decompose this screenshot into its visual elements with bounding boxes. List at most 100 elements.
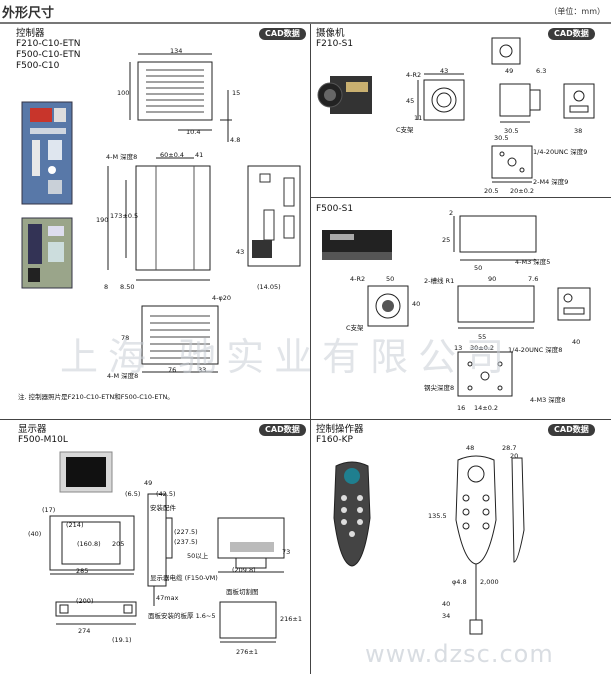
mon-dim-216: 216±1 bbox=[280, 615, 302, 623]
controller-title: 控制器 bbox=[16, 28, 45, 39]
cam-dim-11: 11 bbox=[414, 114, 423, 122]
mon-dim-205: 205 bbox=[112, 540, 125, 548]
cam2-dim-40b: 40 bbox=[572, 338, 581, 346]
divider-bottom bbox=[0, 419, 611, 420]
page-header: 外形尺寸 （单位：mm） bbox=[0, 0, 611, 24]
controller-model-2: F500-C10-ETN bbox=[16, 50, 81, 60]
monitor-side-view bbox=[147, 493, 173, 606]
monitor-back-view bbox=[217, 517, 285, 573]
camera-top-view bbox=[491, 37, 521, 65]
mon-cutout-label: 面板切割图 bbox=[226, 588, 259, 596]
controller-model-3: F500-C10 bbox=[16, 61, 60, 71]
dim-15: 15 bbox=[232, 89, 241, 97]
monitor-cad-badge[interactable]: CAD数据 bbox=[259, 424, 306, 436]
controller-heading: 控制器 F210-C10-ETN F500-C10-ETN F500-C10 bbox=[16, 28, 81, 72]
watermark-company: 上海 驰实业有限公司 bbox=[60, 335, 515, 379]
cam2-dim-tri: 钢尖深度8 bbox=[424, 384, 455, 392]
mon-dim-274: 274 bbox=[78, 627, 91, 635]
cam-dim-unc: 1/4-20UNC 深度9 bbox=[533, 148, 588, 156]
mon-dim-214: (214) bbox=[66, 521, 84, 529]
keypad-cad-badge[interactable]: CAD数据 bbox=[548, 424, 595, 436]
cam2-dim-16: 16 bbox=[457, 404, 466, 412]
cam-dim-49: 49 bbox=[505, 67, 514, 75]
kp-dim-28-7: 28.7 bbox=[502, 444, 517, 452]
mon-dim-73: 73 bbox=[282, 548, 291, 556]
camera2-top-view bbox=[457, 285, 535, 329]
cam2-dim-30: 30±0.2 bbox=[470, 344, 495, 352]
cam2-dim-13: 13 bbox=[454, 344, 463, 352]
page-title: 外形尺寸 bbox=[2, 6, 55, 21]
divider-vertical bbox=[310, 24, 311, 674]
kp-dim-2000: 2,000 bbox=[480, 578, 499, 586]
dim-100: 100 bbox=[117, 89, 130, 97]
mon-dim-6-5: (6.5) bbox=[125, 490, 141, 498]
mon-dim-200: (200) bbox=[76, 597, 94, 605]
cam2-dim-50b: 50 bbox=[386, 275, 395, 283]
dim-134: 134 bbox=[170, 47, 183, 55]
unit-label: （单位：mm） bbox=[549, 7, 605, 16]
camera-title: 摄像机 bbox=[316, 28, 345, 39]
camera2-model: F500-S1 bbox=[316, 204, 354, 214]
cam-dim-45: 45 bbox=[406, 97, 415, 105]
mon-dim-237-5: (237.5) bbox=[174, 538, 198, 546]
dim-43: 43 bbox=[236, 248, 245, 256]
dim-14-05: (14.05) bbox=[257, 283, 281, 291]
keypad-photo bbox=[333, 461, 371, 567]
mon-dim-227-5: (227.5) bbox=[174, 528, 198, 536]
dim-m4-depth8-b: 4-M 深度8 bbox=[107, 372, 139, 380]
kp-dim-20: 20 bbox=[510, 452, 519, 460]
mon-dim-160-8: (160.8) bbox=[77, 540, 101, 548]
keypad-side-view bbox=[511, 457, 525, 563]
mon-dim-40: (40) bbox=[28, 530, 42, 538]
camera2-photo bbox=[322, 230, 392, 260]
mon-dim-19-1: (19.1) bbox=[112, 636, 132, 644]
camera-bottom-view bbox=[491, 145, 533, 183]
camera-cad-badge[interactable]: CAD数据 bbox=[548, 28, 595, 40]
dim-8-50: 8.50 bbox=[120, 283, 135, 291]
controller-model-1: F210-C10-ETN bbox=[16, 39, 81, 49]
monitor-heading: 显示器 F500-M10L bbox=[18, 424, 68, 446]
cam-dim-6-3: 6.3 bbox=[536, 67, 547, 75]
mon-dim-17: (17) bbox=[42, 506, 56, 514]
camera-photo bbox=[317, 76, 372, 114]
mon-dim-cable: 显示器电缆 (F150-VM) bbox=[150, 574, 218, 582]
kp-dim-34: 34 bbox=[442, 612, 451, 620]
controller-front-view bbox=[107, 157, 211, 281]
kp-dim-4-8: φ4.8 bbox=[452, 578, 467, 586]
cam2-dim-2: 2 bbox=[449, 209, 454, 217]
mon-dim-285: 285 bbox=[76, 567, 89, 575]
cam-dim-20: 20±0.2 bbox=[510, 187, 535, 195]
cam2-dim-55: 55 bbox=[478, 333, 487, 341]
cam2-dim-25: 25 bbox=[442, 236, 451, 244]
controller-side-view bbox=[247, 165, 301, 267]
watermark-url: www.dzsc.com bbox=[365, 640, 554, 668]
camera2-bottom-view bbox=[457, 351, 513, 397]
monitor-bottom-view bbox=[55, 601, 137, 625]
dim-173: 173±0.5 bbox=[110, 212, 139, 220]
cam-dim-m4: 2-M4 深度9 bbox=[533, 178, 569, 186]
monitor-title: 显示器 bbox=[18, 424, 47, 435]
cam-dim-20-5: 20.5 bbox=[484, 187, 499, 195]
controller-photo bbox=[21, 101, 73, 289]
keypad-heading: 控制操作器 F160-KP bbox=[316, 424, 364, 446]
dim-190: 190 bbox=[96, 216, 109, 224]
controller-cad-badge[interactable]: CAD数据 bbox=[259, 28, 306, 40]
dim-8: 8 bbox=[104, 283, 109, 291]
mon-dim-panel: 面板安装的板厚 1.6~5 bbox=[148, 612, 216, 620]
camera-model: F210-S1 bbox=[316, 39, 354, 49]
cam2-dim-unc: 1/4-20UNC 深度8 bbox=[508, 346, 563, 354]
cam-dim-4-r2: 4-R2 bbox=[406, 71, 422, 79]
divider-camera bbox=[310, 197, 611, 198]
mon-dim-42-5: (42.5) bbox=[156, 490, 176, 498]
cam-dim-38: 38 bbox=[574, 127, 583, 135]
camera-side-view bbox=[499, 83, 541, 123]
dim-10-4: 10.4 bbox=[186, 128, 201, 136]
dim-60: 60±0.4 bbox=[160, 151, 185, 159]
dim-33: 33 bbox=[198, 366, 207, 374]
dim-41: 41 bbox=[195, 151, 204, 159]
monitor-cutout-drawing bbox=[219, 601, 277, 643]
camera2-back-view bbox=[557, 287, 591, 321]
cam2-dim-m3a: 4-M3 深度5 bbox=[515, 258, 551, 266]
cam2-dim-cut: 2-槽线 R1 bbox=[424, 277, 455, 285]
keypad-model: F160-KP bbox=[316, 435, 353, 445]
